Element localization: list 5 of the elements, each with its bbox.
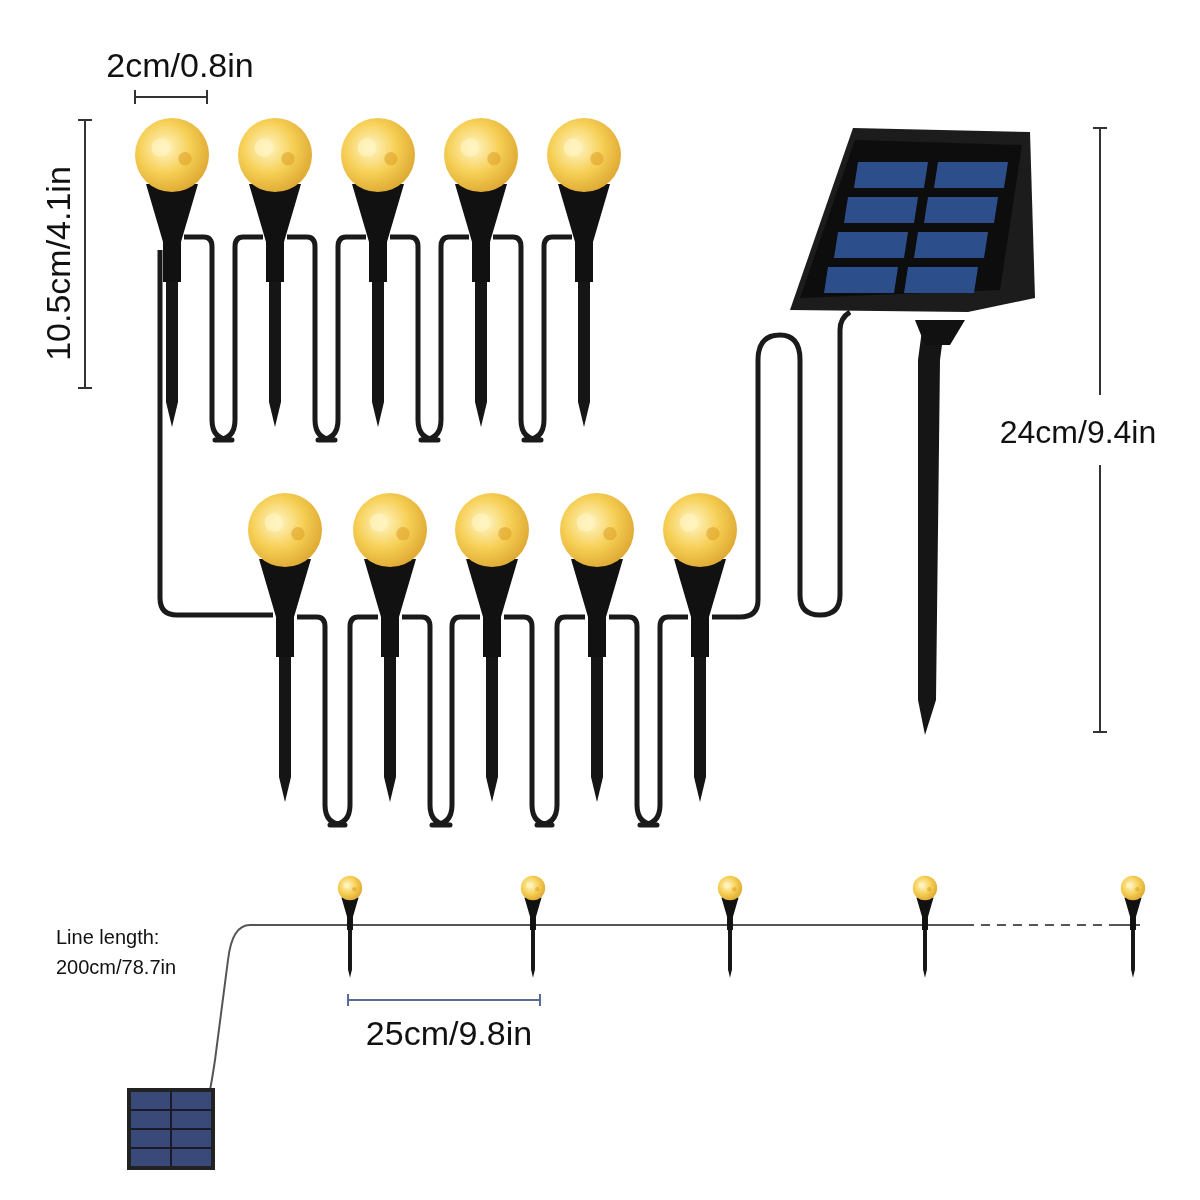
dimension-label: 10.5cm/4.1in xyxy=(37,165,78,363)
dimension-label: Line length: 200cm/78.7in xyxy=(56,925,178,980)
dimension-label: 24cm/9.4in xyxy=(998,413,1158,452)
dimension-label: 25cm/9.8in xyxy=(364,1013,534,1054)
dimension-label: 2cm/0.8in xyxy=(105,45,255,86)
